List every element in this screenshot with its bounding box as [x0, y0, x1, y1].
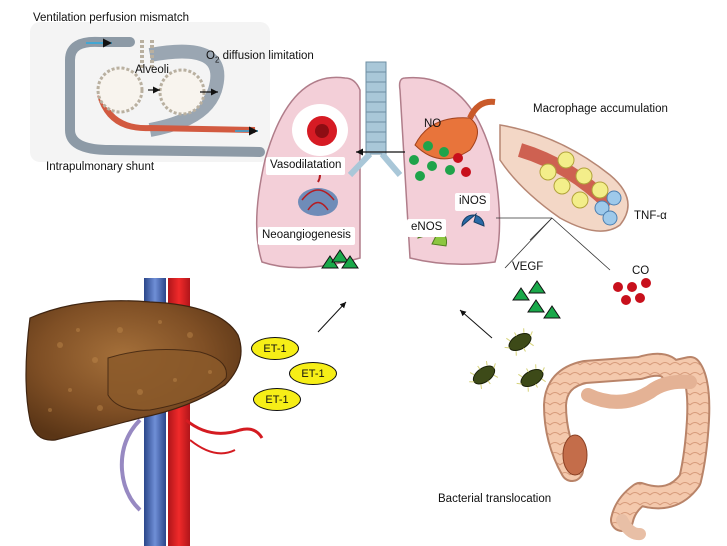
label-neoangiogenesis: Neoangiogenesis: [258, 227, 355, 245]
label-o2-diffusion: O2 diffusion limitation: [206, 50, 314, 65]
label-vasodilatation: Vasodilatation: [266, 157, 346, 175]
label-enos: eNOS: [407, 219, 447, 237]
label-o2-sub: 2: [214, 55, 220, 65]
inos-icon: [461, 212, 485, 228]
lung-vegf-triangles: [321, 249, 359, 269]
label-o2-prefix: O: [206, 50, 215, 62]
blood-vessel-icon: [292, 104, 348, 156]
et1-badge: ET-1: [289, 362, 337, 385]
liver-icon: [25, 300, 242, 441]
label-vegf: VEGF: [512, 261, 544, 273]
alveoli-panel: [30, 22, 270, 162]
label-no: NO: [424, 118, 442, 130]
trachea: [365, 61, 387, 155]
et1-badge: ET-1: [253, 388, 301, 411]
alveoli-icon: [96, 40, 206, 116]
no-dots: [409, 141, 471, 181]
label-intrapulmonary-shunt: Intrapulmonary shunt: [46, 161, 155, 173]
colon-icon: [543, 352, 711, 541]
et1-to-lung-arrow: [317, 301, 347, 333]
bacteria-to-lung-arrow: [459, 309, 493, 339]
bacteria-icon: [469, 328, 546, 392]
connector-lines: [496, 217, 611, 271]
et1-badge: ET-1: [251, 337, 299, 360]
bronchi: [347, 151, 403, 178]
vegf-triangles: [512, 280, 561, 319]
neovessel-icon: [298, 167, 338, 216]
label-bacterial-translocation: Bacterial translocation: [438, 493, 552, 505]
co-dots: [613, 278, 651, 305]
label-o2-suffix: diffusion limitation: [219, 50, 314, 62]
label-macrophage-accumulation: Macrophage accumulation: [533, 103, 668, 115]
label-tnf-alpha: TNF-α: [634, 210, 667, 222]
pulmonary-vessel: [65, 36, 265, 157]
macrophage-icon: [499, 124, 629, 232]
label-ventilation-perfusion: Ventilation perfusion mismatch: [33, 12, 189, 24]
label-inos: iNOS: [455, 193, 491, 211]
label-alveoli: Alveoli: [135, 64, 169, 76]
label-co: CO: [632, 265, 650, 277]
